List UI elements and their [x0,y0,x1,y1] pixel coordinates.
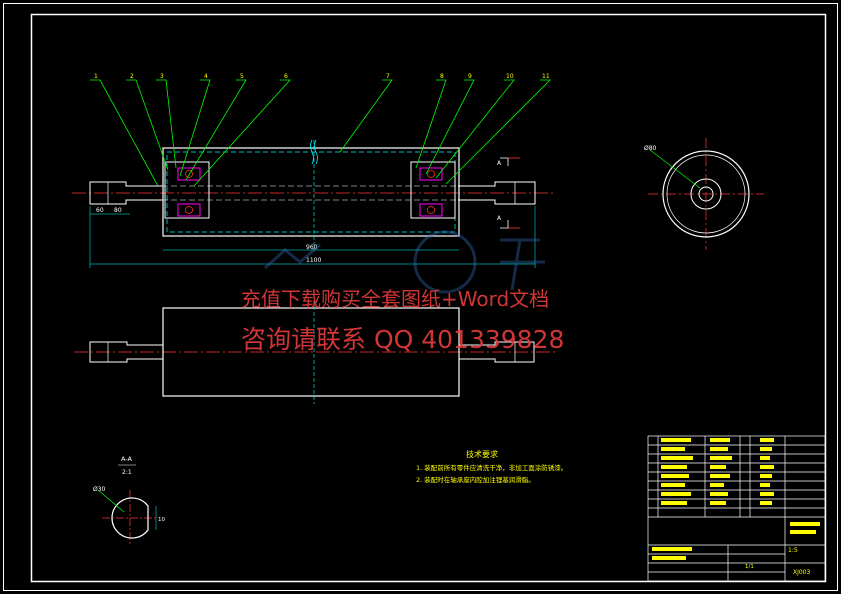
elevation-view [74,300,556,404]
callout-7: 7 [386,73,390,80]
section-aa: A-A 2:1 Ø30 10 [93,455,165,546]
section-label: A-A [121,455,133,463]
title-block-sheet: 1/1 [745,564,754,570]
watermark-logo [263,230,545,294]
callout-leaders [90,79,551,187]
bearing-right-bot [419,203,443,217]
callout-4: 4 [204,73,208,80]
tech-requirement-2: 2. 装配时在轴承座内腔加注锂基润滑脂。 [416,476,535,484]
end-view: Ø80 [644,138,764,250]
callout-numbers: 1 2 3 4 5 6 7 8 9 10 11 [94,73,550,80]
dim-left-b: 80 [114,207,122,214]
callout-10: 10 [506,73,514,80]
key-width-label: 10 [158,517,165,523]
bearing-housing-right [410,161,456,219]
dim-total-len: 1100 [306,257,321,264]
bearing-left-bot [177,203,201,217]
section-marker-top: A [497,160,502,167]
callout-11: 11 [542,73,550,80]
callout-8: 8 [440,73,444,80]
tech-requirements-title: 技术要求 [466,450,498,459]
bearing-left-top [177,167,201,181]
section-marker-bottom: A [497,215,502,222]
watermark-line-1: 充值下载购买全套图纸+Word文档 [241,287,550,311]
watermark-line-2: 咨询请联系 QQ 401339828 [241,325,565,354]
bearing-housing-left [164,161,210,219]
drum-body [162,307,460,397]
inner-frame [30,13,827,583]
dim-center-len: 960 [306,244,318,251]
title-block-scale: 1:5 [788,547,798,554]
title-block [647,435,826,582]
drum-shell [162,147,460,237]
callout-2: 2 [130,73,134,80]
roller-section-view: A A [72,139,553,250]
dim-left-a: 60 [96,207,104,214]
bearing-right-top [419,167,443,181]
shaft-left [89,181,162,205]
shaft-right [458,181,536,205]
callout-1: 1 [94,73,98,80]
drawing-number: XJ003 [793,569,811,576]
key-dia-label: Ø30 [93,486,106,493]
callout-9: 9 [468,73,472,80]
parts-list-filler [652,438,820,560]
tech-requirement-1: 1. 装配前所有零件应清洗干净，非加工面涂防锈漆。 [416,464,568,472]
dimensions: 60 80 960 1100 [89,206,536,268]
section-scale: 2:1 [122,469,132,476]
callout-3: 3 [160,73,164,80]
outer-frame [3,3,838,591]
end-dia-label: Ø80 [644,145,657,152]
callout-5: 5 [240,73,244,80]
callout-6: 6 [284,73,288,80]
